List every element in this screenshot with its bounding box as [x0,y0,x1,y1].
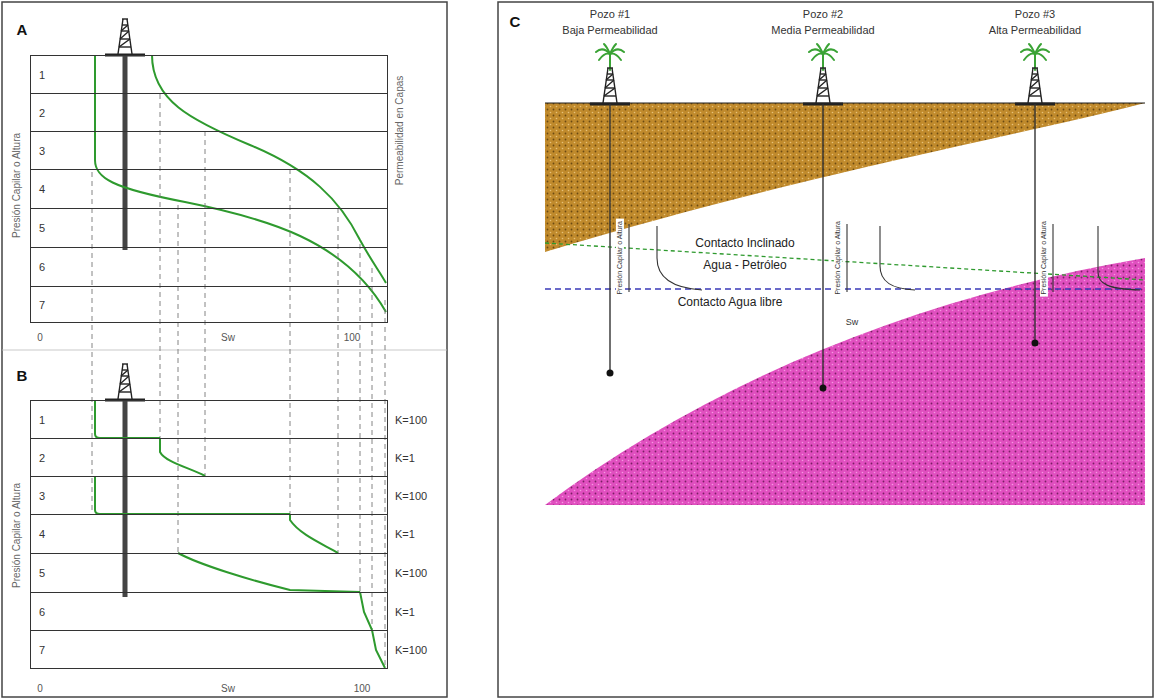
layer-band: 5 [30,208,388,248]
panel-divider [2,350,447,351]
panel-letter: A [17,22,28,39]
axis-title: Presión Capilar o Altura [1040,219,1048,297]
derrick-icon [803,68,843,104]
label-text: Media Permeabilidad [771,24,874,36]
derrick-icon [105,364,145,400]
layer-number: 1 [39,69,45,81]
reservoir-base [545,258,1145,505]
palm-icon [1021,44,1049,70]
layer-band: 3 [30,131,388,170]
axis-title: Presión Capilar o Altura [12,132,23,237]
permeability-value: K=1 [395,452,415,464]
layer-band: 4 [30,169,388,209]
axis-title: Presión Capilar o Altura [616,219,624,297]
permeability-value: K=100 [395,567,427,579]
well-pipe [123,55,128,250]
label-text: Baja Permeabilidad [562,24,657,36]
layer-band: 6 [30,247,388,287]
layer-number: 1 [39,414,45,426]
axis-title: Presión Capilar o Altura [834,219,842,297]
mini-capillary-curves [629,224,1140,292]
layer-number: 5 [39,567,45,579]
label-text: Sw [219,683,237,694]
panel-letter: C [510,14,521,31]
label-text: Pozo #2 [803,8,843,20]
permeability-value: K=100 [395,414,427,426]
label-text: Sw [844,318,861,328]
layer-number: 5 [39,222,45,234]
layer-band: 1 [30,55,388,94]
panel-letter: B [17,368,28,385]
label-text: Alta Permeabilidad [989,24,1081,36]
layer-number: 3 [39,145,45,157]
layer-number: 3 [39,490,45,502]
label-text: Sw [219,332,237,343]
well-line [1034,104,1035,343]
layer-band: 3K=100 [30,476,388,515]
permeability-value: K=100 [395,490,427,502]
well-line [609,104,610,373]
layer-number: 4 [39,183,45,195]
layer-band: 4K=1 [30,514,388,554]
well-line [822,104,823,388]
panel-frame [2,2,447,697]
label-text: Pozo #3 [1015,8,1055,20]
free-water-contact [545,288,1145,289]
layer-band: 1K=100 [30,400,388,439]
capillary-segments [95,400,385,668]
layer-band: 6K=1 [30,592,388,631]
layer-band: 7K=100 [30,630,388,669]
guide-lines [92,94,385,668]
tilted-contact [545,243,1145,280]
derrick-icon [105,19,145,55]
label-text: Contacto Agua libre [676,296,785,309]
derrick-icon [1015,68,1055,104]
permeability-value: K=1 [395,606,415,618]
layer-number: 7 [39,299,45,311]
label-text: 100 [352,683,373,694]
layer-number: 6 [39,606,45,618]
label-text: 0 [35,683,45,694]
layer-band: 7 [30,286,388,323]
axis-title: Presión Capilar o Altura [12,482,23,587]
label-text: 100 [342,332,363,343]
derrick-icon [590,68,630,104]
cap-rock [545,103,1145,252]
layer-band: 2K=1 [30,438,388,477]
layer-number: 2 [39,452,45,464]
layer-number: 2 [39,107,45,119]
palm-icon [596,44,624,70]
permeability-value: K=100 [395,644,427,656]
label-text: Pozo #1 [590,8,630,20]
label-text: 0 [35,332,45,343]
label-text: Contacto Inclinado [693,237,796,250]
well-pipe [123,400,128,597]
layer-number: 4 [39,528,45,540]
permeability-value: K=1 [395,528,415,540]
layer-band: 5K=100 [30,553,388,593]
panel-frame [498,2,1153,697]
label-text: Agua - Petróleo [701,259,788,272]
axis-title: Permeabilidad en Capas [394,75,405,185]
layer-number: 6 [39,261,45,273]
layer-number: 7 [39,644,45,656]
layer-band: 2 [30,93,388,132]
palm-icon [809,44,837,70]
